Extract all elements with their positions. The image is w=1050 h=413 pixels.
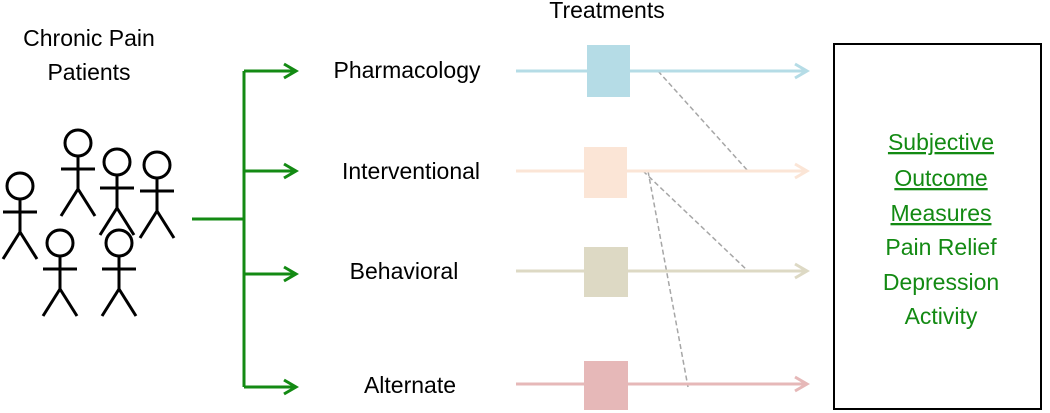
patient-group <box>1 128 176 317</box>
outcome-item-activity: Activity <box>905 303 978 329</box>
patients-label-line-2: Patients <box>47 59 130 85</box>
figure-right-leg <box>117 288 138 317</box>
figure-right-leg <box>76 188 97 217</box>
stick-figure-icon <box>98 147 136 236</box>
arrow-right-icon <box>794 262 810 280</box>
patient-branch <box>192 62 299 396</box>
arrow-right-icon <box>283 162 299 180</box>
figure-left-leg <box>1 231 22 260</box>
arrow-right-icon <box>794 62 810 80</box>
outcome-item-depression: Depression <box>883 269 999 295</box>
patients-label-line-1: Chronic Pain <box>23 25 155 51</box>
figure-head <box>5 171 35 201</box>
dashed-connector <box>657 70 749 172</box>
dashed-connectors <box>642 70 749 388</box>
figure-head <box>104 228 134 258</box>
figure-right-leg <box>18 231 39 260</box>
figure-right-leg <box>115 207 136 236</box>
treatment-label-interventional: Interventional <box>342 158 480 184</box>
dashed-connector <box>647 170 689 388</box>
stick-figure-icon <box>138 150 176 239</box>
arrow-right-icon <box>794 375 810 393</box>
arrow-right-icon <box>283 378 299 396</box>
outcome-box <box>833 43 1042 410</box>
treatment-boxes <box>584 45 630 410</box>
figure-left-leg <box>98 207 119 236</box>
outcome-item-pain-relief: Pain Relief <box>885 234 997 260</box>
treatment-box <box>584 361 628 410</box>
figure-left-leg <box>100 288 121 317</box>
figure-left-leg <box>138 210 159 239</box>
treatment-label-alternate: Alternate <box>364 372 456 398</box>
dashed-connector <box>642 170 749 272</box>
figure-left-leg <box>41 288 62 317</box>
outcome-heading-line-3: Measures <box>891 200 992 226</box>
treatment-label-behavioral: Behavioral <box>350 258 459 284</box>
treatments-header: Treatments <box>549 0 664 23</box>
treatment-box <box>584 247 628 297</box>
arrow-right-icon <box>283 62 299 80</box>
stick-figure-icon <box>100 228 138 317</box>
stick-figure-icon <box>59 128 97 217</box>
outcome-heading-line-2: Outcome <box>894 165 987 191</box>
figure-head <box>102 147 132 177</box>
figure-right-leg <box>58 288 79 317</box>
treatment-lines <box>516 62 810 393</box>
outcome-heading-line-1: Subjective <box>888 129 994 155</box>
arrow-right-icon <box>283 265 299 283</box>
stick-figure-icon <box>41 228 79 317</box>
arrow-right-icon <box>794 162 810 180</box>
figure-left-leg <box>59 188 80 217</box>
treatment-box <box>587 45 630 97</box>
stick-figure-icon <box>1 171 39 260</box>
treatment-box <box>584 147 627 198</box>
figure-right-leg <box>155 210 176 239</box>
treatment-label-pharmacology: Pharmacology <box>333 57 481 83</box>
figure-head <box>63 128 93 158</box>
figure-head <box>45 228 75 258</box>
figure-head <box>142 150 172 180</box>
